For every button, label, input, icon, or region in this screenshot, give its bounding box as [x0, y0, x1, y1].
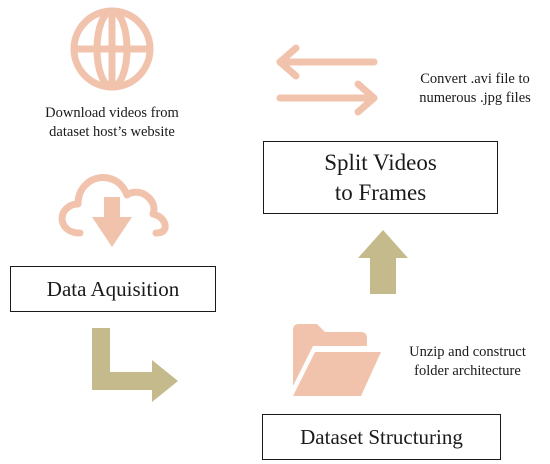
- split-videos-box: Split Videos to Frames: [263, 141, 498, 214]
- globe-icon: [70, 7, 154, 91]
- unzip-note-line1: Unzip and construct: [409, 344, 526, 360]
- convert-note-line1: Convert .avi file to: [420, 71, 530, 87]
- swap-arrows-icon: [276, 44, 378, 116]
- unzip-note-line2: folder architecture: [414, 363, 521, 379]
- convert-note: Convert .avi file to numerous .jpg files: [400, 70, 550, 108]
- up-arrow-icon: [358, 230, 408, 294]
- download-note-line2: dataset host’s website: [49, 124, 175, 140]
- split-label-line2: to Frames: [334, 179, 427, 205]
- dataset-structuring-box: Dataset Structuring: [262, 414, 501, 460]
- dataset-structuring-label: Dataset Structuring: [300, 424, 463, 449]
- data-acquisition-box: Data Aquisition: [10, 266, 216, 312]
- unzip-note: Unzip and construct folder architecture: [385, 343, 550, 381]
- download-note: Download videos from dataset host’s webs…: [6, 104, 218, 142]
- download-note-line1: Download videos from: [45, 105, 179, 121]
- cloud-download-icon: [58, 174, 169, 247]
- split-label-line1: Split Videos: [324, 149, 437, 175]
- folder-open-icon: [293, 324, 381, 396]
- data-acquisition-label: Data Aquisition: [46, 276, 180, 301]
- convert-note-line2: numerous .jpg files: [419, 90, 531, 106]
- elbow-arrow-icon: [92, 328, 178, 402]
